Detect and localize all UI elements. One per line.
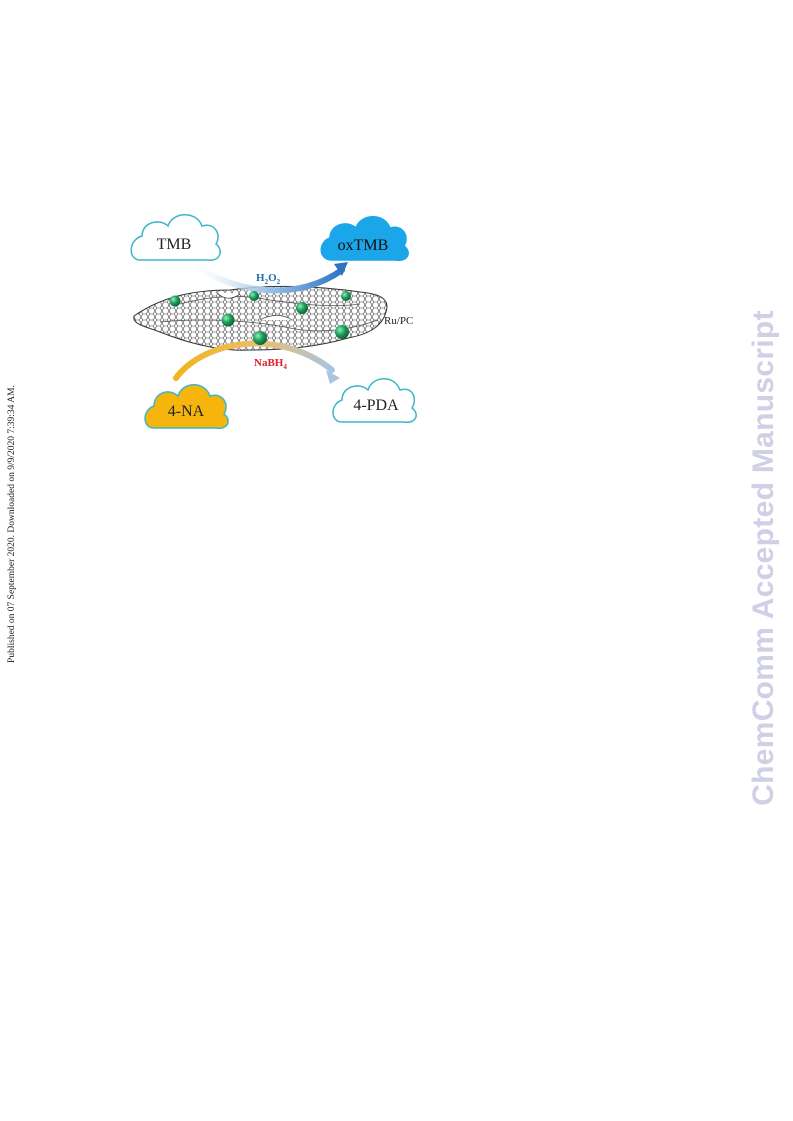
h2o2-label: H2O2 [256, 272, 281, 286]
ru-particle [335, 325, 349, 339]
ru-particle [169, 295, 181, 307]
arrow-head-top [334, 262, 348, 276]
publication-note: Published on 07 September 2020. Download… [7, 385, 17, 663]
na-label: 4-NA [168, 403, 205, 420]
tmb-cloud: TMB [130, 214, 221, 261]
ru-nanoparticles [169, 291, 351, 345]
pda-cloud: 4-PDA [332, 378, 417, 423]
arrow-head-bottom [326, 370, 340, 384]
arrow-na-to-pda [173, 340, 335, 381]
arrow-tmb-to-oxtmb [189, 261, 345, 294]
graphene-sheet [133, 285, 388, 351]
na-cloud: 4-NA [144, 384, 229, 429]
ru-particle [221, 313, 235, 327]
pda-label: 4-PDA [353, 397, 399, 414]
reaction-scheme: TMB oxTMB H2O2 Ru/PC NaBH4 4-NA 4-PDA [130, 214, 417, 429]
ru-particle [341, 291, 351, 301]
nabh4-label: NaBH4 [254, 357, 287, 371]
watermark: ChemComm Accepted Manuscript [747, 310, 780, 806]
oxtmb-cloud: oxTMB [320, 216, 409, 261]
ru-particle [249, 291, 259, 301]
oxtmb-label: oxTMB [338, 237, 389, 254]
tmb-label: TMB [157, 236, 192, 253]
catalyst-label: Ru/PC [384, 315, 413, 327]
ru-particle [253, 331, 267, 345]
ru-particle [296, 302, 308, 314]
